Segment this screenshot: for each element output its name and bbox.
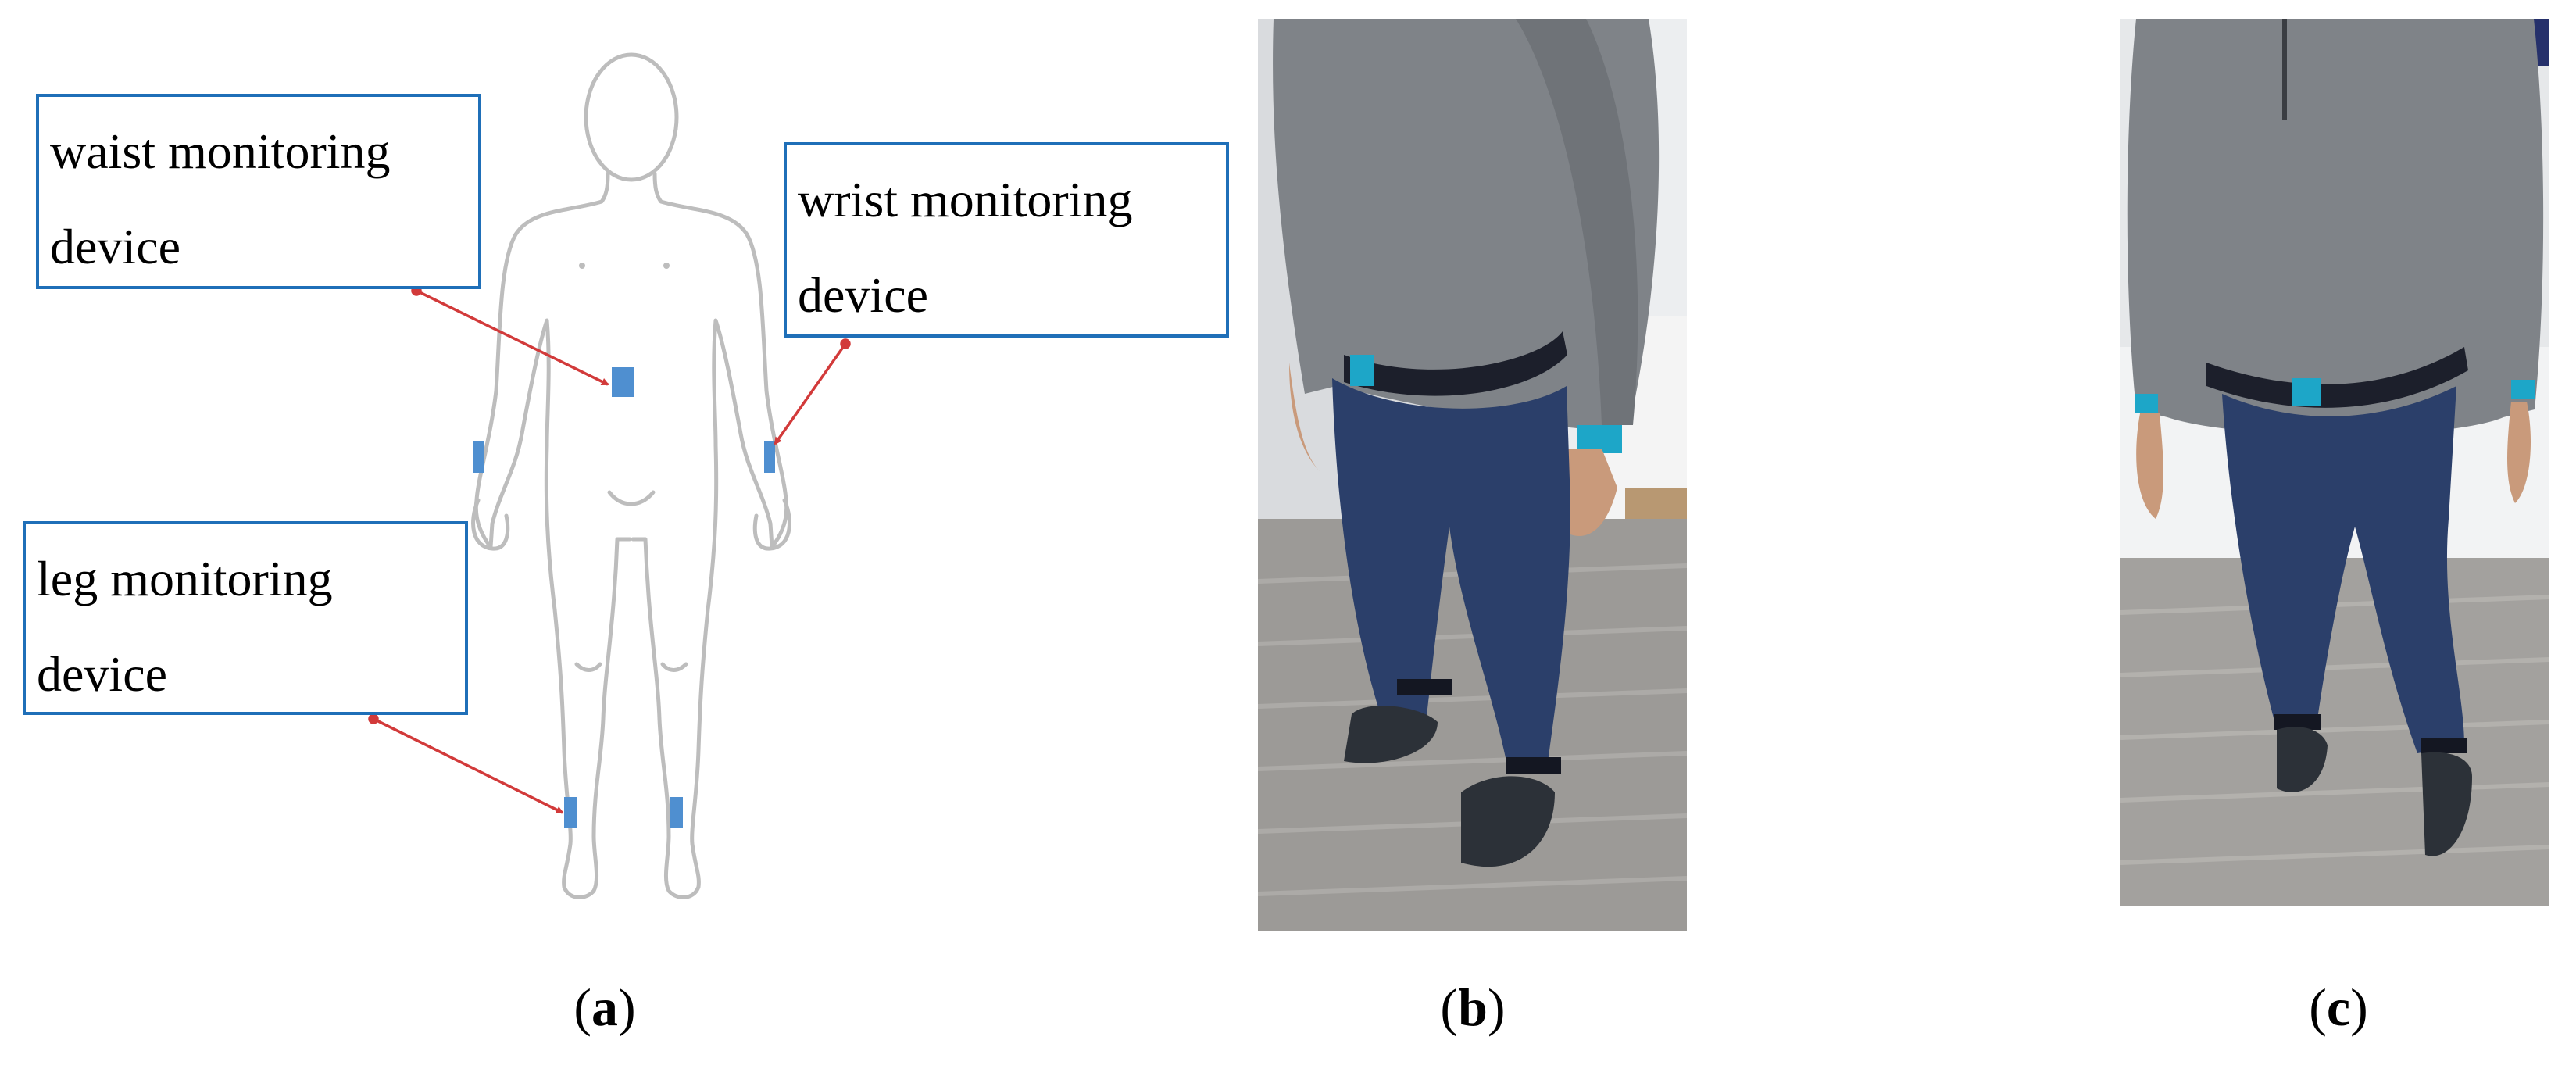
wrist-arrow [774,342,847,445]
wrist-callout-line2: device [798,267,928,323]
leg-callout: leg monitoring device [23,521,468,715]
photo-c [2120,19,2549,906]
right-wrist-device-marker [764,441,775,473]
left-wrist-device-marker [473,441,484,473]
caption-b: (b) [1440,978,1506,1037]
human-body-outline [471,52,791,899]
chest-mark [579,263,585,269]
wrist-callout: wrist monitoring device [784,142,1229,338]
chest-mark [663,263,670,269]
leg-callout-line1: leg monitoring [37,551,333,606]
waist-callout-line2: device [50,219,180,274]
waist-callout: waist monitoring device [36,94,481,289]
waist-device-marker [612,367,634,397]
wrist-callout-line1: wrist monitoring [798,172,1133,227]
caption-c: (c) [2309,978,2368,1037]
waist-callout-line1: waist monitoring [50,123,391,179]
leg-callout-line2: device [37,646,167,702]
leg-arrow [373,717,564,814]
caption-a: (a) [573,978,636,1037]
photo-b [1258,19,1687,931]
waist-arrow [416,289,609,386]
right-ankle-device-marker [670,797,683,828]
left-ankle-device-marker [564,797,577,828]
